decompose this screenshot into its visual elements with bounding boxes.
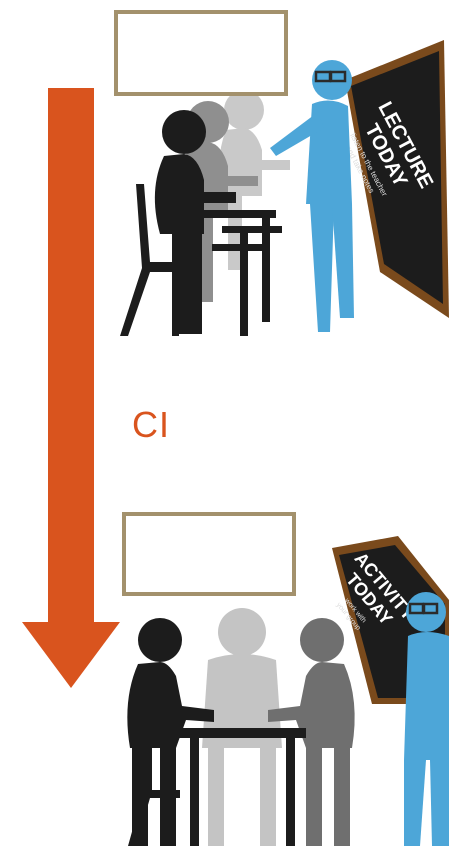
arrow-label: CI <box>132 404 170 446</box>
bottom-label-box <box>122 512 296 596</box>
down-arrow-icon <box>22 88 120 688</box>
top-label-box <box>114 10 288 96</box>
lecture-teacher <box>270 60 354 332</box>
group-student-center <box>202 608 282 846</box>
